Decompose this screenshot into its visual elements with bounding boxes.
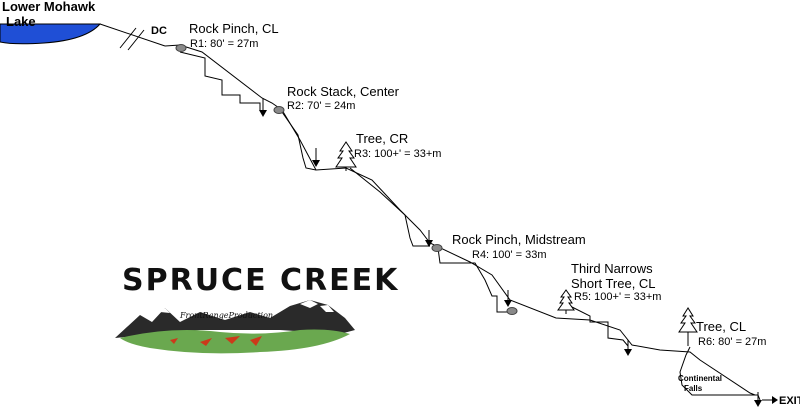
- rappel-6-detail: R6: 80' = 27m: [698, 336, 766, 348]
- rappel-5-name: Short Tree, CL: [571, 276, 656, 291]
- rappel-4-name: Rock Pinch, Midstream: [452, 232, 586, 247]
- rappel-arrow-1: [259, 98, 267, 117]
- dc-label: DC: [151, 25, 167, 37]
- tree-anchor-icon: [335, 141, 357, 171]
- rappel-arrow-2: [312, 148, 320, 167]
- lake-label-line2: Lake: [6, 14, 36, 29]
- tree-anchor-icon: [557, 289, 575, 314]
- rappel-steps-r3: [349, 167, 430, 247]
- break-mark-2: [127, 29, 145, 51]
- rappel-arrow-3: [425, 230, 433, 247]
- rappel-6-name: Tree, CL: [696, 319, 746, 334]
- rappel-5-detail: R5: 100+' = 33+m: [574, 291, 661, 303]
- rappel-arrow-6: [754, 392, 762, 407]
- logo-mountains: [115, 300, 355, 338]
- rappel-1-name: Rock Pinch, CL: [189, 21, 279, 36]
- falls-label-line1: Continental: [678, 374, 722, 383]
- rappel-1-detail: R1: 80' = 27m: [190, 38, 258, 50]
- rappel-steps-r2: [281, 111, 317, 171]
- rock-anchor-icon: [431, 244, 443, 252]
- break-mark-1: [119, 27, 137, 49]
- rappel-3-detail: R3: 100+' = 33+m: [354, 148, 441, 160]
- rappel-steps-r1: [179, 51, 261, 110]
- rappel-2-name: Rock Stack, Center: [287, 84, 400, 99]
- tree-anchor-icon: [678, 307, 698, 346]
- rappel-5-name-line1: Third Narrows: [571, 261, 653, 276]
- rappel-3-name: Tree, CR: [356, 131, 408, 146]
- rappel-arrow-5: [624, 340, 632, 356]
- rock-anchor-icon: [506, 307, 518, 315]
- exit-label: EXIT: [779, 395, 800, 407]
- rock-anchor-icon: [273, 106, 285, 114]
- logo: SPRUCE CREEK FrontRangeProduction: [115, 263, 399, 354]
- rappel-arrow-4: [504, 290, 512, 307]
- rappel-steps-r5: [569, 305, 629, 347]
- lake-shape: [0, 23, 102, 45]
- rock-anchor-icon: [175, 44, 187, 52]
- lake-label-line1: Lower Mohawk: [2, 0, 96, 14]
- rappel-2-detail: R2: 70' = 24m: [287, 100, 355, 112]
- logo-hills: [120, 329, 350, 354]
- exit-arrow-icon: [772, 396, 778, 404]
- logo-title: SPRUCE CREEK: [122, 263, 399, 298]
- falls-label-line2: Falls: [684, 384, 703, 393]
- logo-production: FrontRangeProduction: [179, 311, 273, 320]
- creek-start-line: [99, 23, 166, 47]
- rappel-4-detail: R4: 100' = 33m: [472, 249, 547, 261]
- rappel-steps-r4: [437, 247, 510, 313]
